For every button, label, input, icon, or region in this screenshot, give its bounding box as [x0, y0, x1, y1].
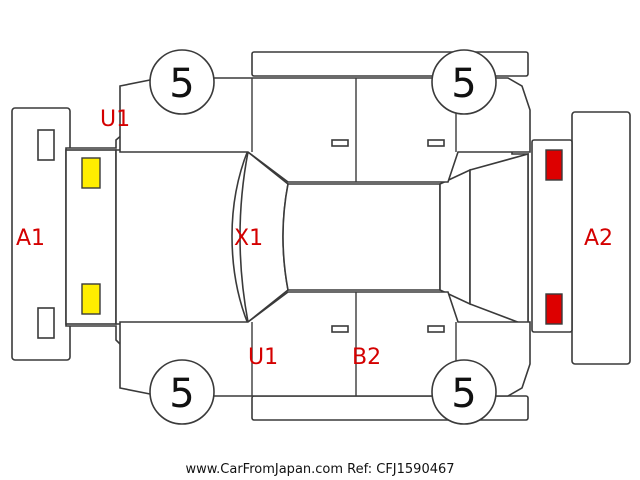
- tire-rear-left-value: 5: [451, 61, 476, 107]
- tire-rear-right: 5: [431, 359, 497, 425]
- tire-front-left-value: 5: [169, 61, 194, 107]
- rear-deck: [469, 139, 573, 333]
- tire-front-left: 5: [149, 49, 215, 115]
- footer-watermark: www.CarFromJapan.com Ref: CFJ1590467: [185, 462, 454, 477]
- right-headlight: [81, 283, 101, 315]
- left-headlight: [81, 157, 101, 189]
- front-face: [65, 149, 117, 325]
- left-taillight: [545, 149, 563, 181]
- damage-label-rear-bumper: A2: [584, 226, 613, 251]
- damage-label-right-rear-door: B2: [352, 345, 381, 370]
- tire-front-right: 5: [149, 359, 215, 425]
- tire-front-right-value: 5: [169, 371, 194, 417]
- damage-label-left-front-fender: U1: [100, 107, 130, 132]
- tire-rear-left: 5: [431, 49, 497, 115]
- tire-rear-right-value: 5: [451, 371, 476, 417]
- hood-panel: [115, 149, 250, 325]
- damage-label-front-bumper: A1: [16, 226, 45, 251]
- cabin: [239, 150, 471, 324]
- damage-label-hood: X1: [234, 226, 263, 251]
- damage-label-right-front-fender: U1: [248, 345, 278, 370]
- right-taillight: [545, 293, 563, 325]
